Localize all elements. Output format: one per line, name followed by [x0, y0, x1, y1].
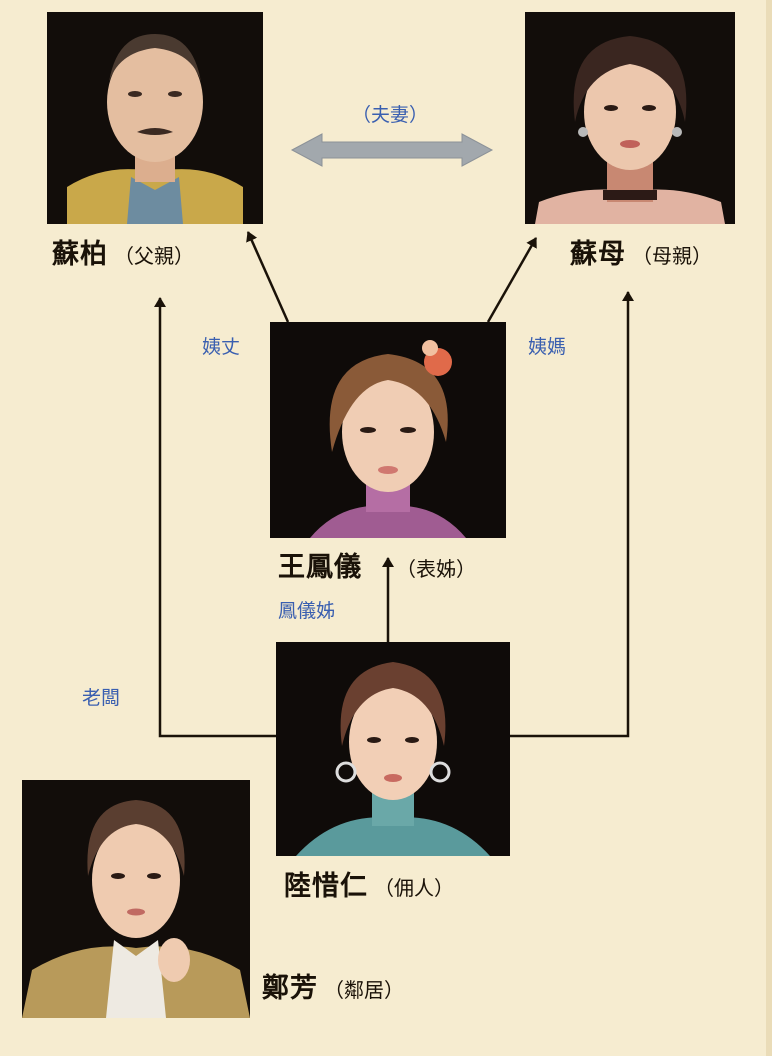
name-lu-xiren: 陸惜仁: [284, 871, 368, 902]
relation-aunt: 姨媽: [528, 336, 567, 358]
page-edge: [766, 0, 772, 1056]
name-su-bo: 蘇柏: [52, 239, 108, 270]
role-zheng-fang: （鄰居）: [324, 978, 404, 1002]
name-wang-fengyi: 王鳳儀: [278, 552, 362, 583]
portrait-su-mu: [525, 12, 735, 224]
relation-boss: 老闆: [82, 687, 121, 709]
arrow-lu-to-subo: [154, 297, 276, 738]
portrait-zheng-fang: [22, 780, 250, 1018]
portrait-su-bo: [47, 12, 263, 224]
role-su-mu: （母親）: [632, 244, 712, 268]
arrow-wang-to-sumu: [486, 237, 538, 323]
arrow-lu-to-sumu: [510, 291, 634, 738]
relation-uncle: 姨丈: [202, 336, 241, 358]
label-su-bo: 蘇柏（父親）: [52, 232, 194, 271]
label-su-mu: 蘇母（母親）: [570, 232, 712, 271]
label-zheng-fang: 鄭芳（鄰居）: [262, 966, 404, 1005]
relation-spouse: （夫妻）: [352, 104, 429, 126]
label-lu-xiren: 陸惜仁（佣人）: [284, 864, 454, 903]
label-wang-fengyi: 王鳳儀 （表姊）: [278, 545, 476, 584]
role-wang-fengyi: （表姊）: [396, 557, 476, 581]
name-zheng-fang: 鄭芳: [262, 973, 318, 1004]
role-su-bo: （父親）: [114, 244, 194, 268]
spouse-arrow: [290, 133, 494, 167]
role-lu-xiren: （佣人）: [374, 876, 454, 900]
portrait-lu-xiren: [276, 642, 510, 856]
portrait-wang-fengyi: [270, 322, 506, 538]
relation-cousin: 鳳儀姊: [278, 600, 336, 622]
arrow-wang-to-subo: [246, 231, 290, 323]
name-su-mu: 蘇母: [570, 239, 626, 270]
